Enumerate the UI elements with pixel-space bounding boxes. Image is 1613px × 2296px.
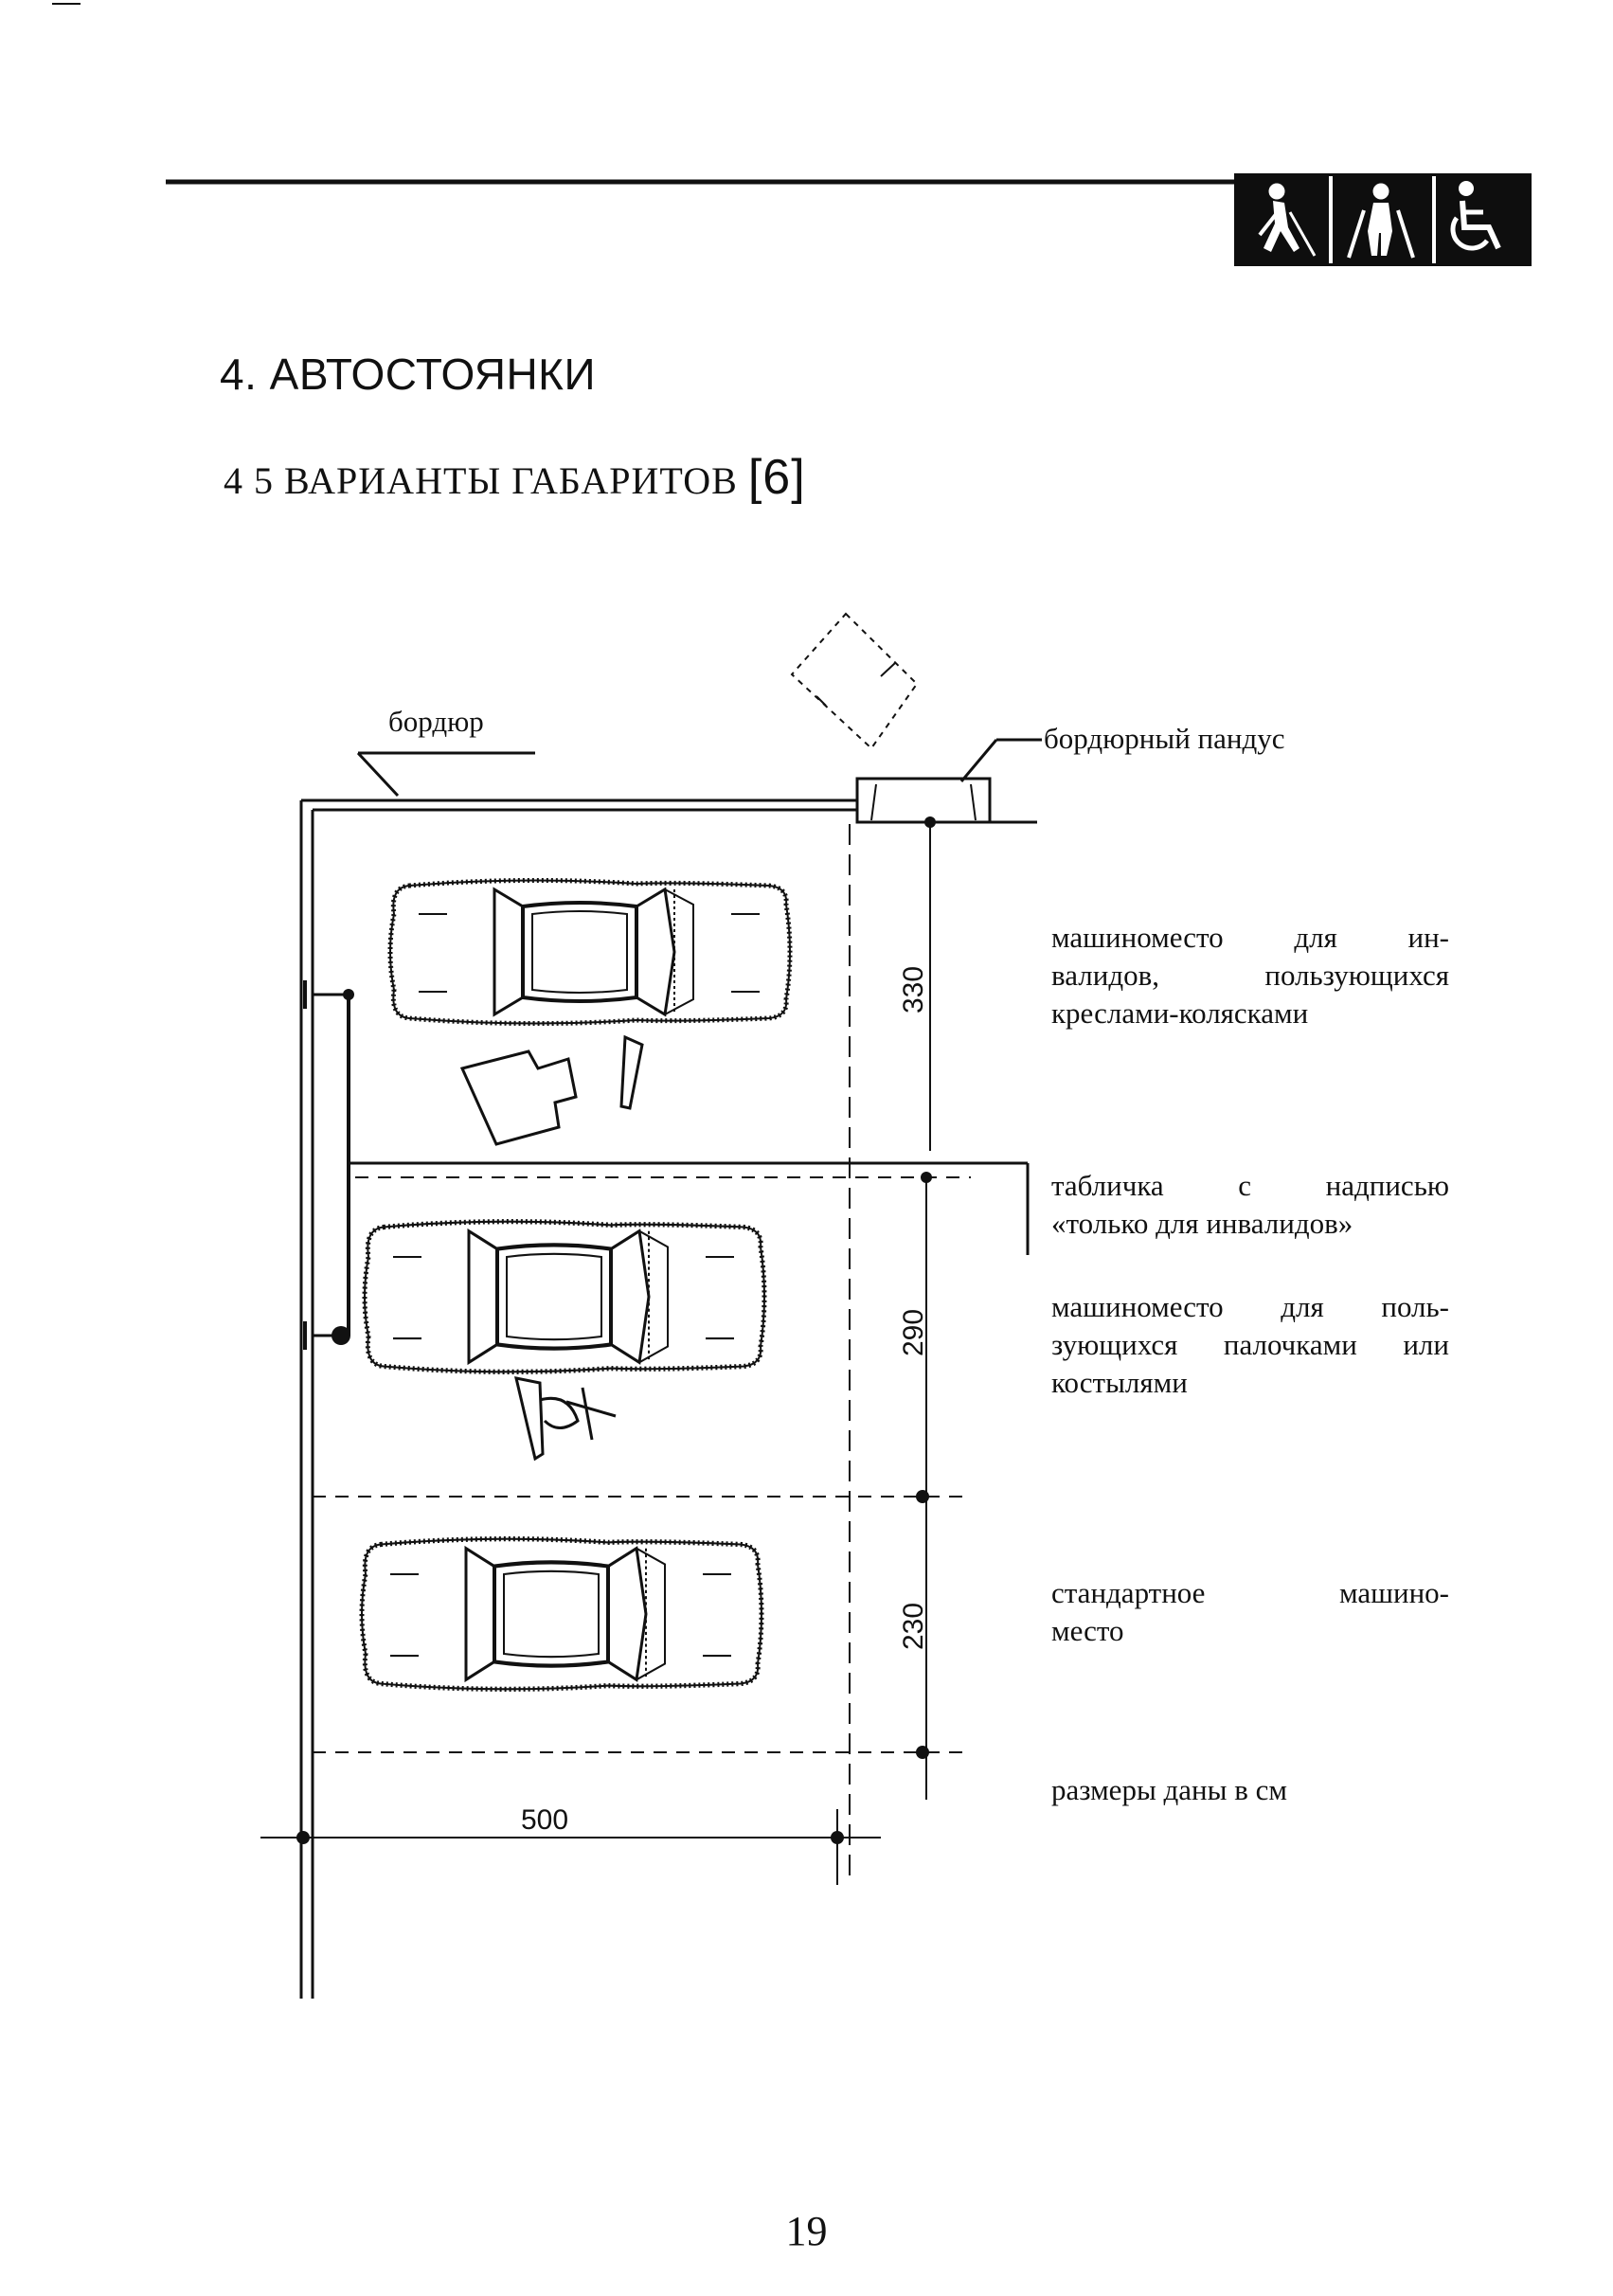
desc-line: машиноместо для поль- (1051, 1290, 1449, 1323)
desc-line: зующихся палочками или (1051, 1328, 1449, 1361)
page-number: 19 (785, 2208, 828, 2254)
sign-description: табличка с надписью «только для инвалидо… (1051, 1167, 1449, 1243)
desc-line: место (1051, 1614, 1124, 1647)
page-title: 4. АВТОСТОЯНКИ (220, 350, 597, 399)
car-crutches-space (365, 1222, 764, 1372)
desc-line: размеры даны в см (1051, 1773, 1287, 1806)
car-standard-space (362, 1539, 762, 1690)
crutch-user-figure (514, 1376, 617, 1462)
desc-line: «только для инвалидов» (1051, 1207, 1353, 1240)
crutches-space-description: машиноместо для поль- зующихся палочками… (1051, 1288, 1449, 1402)
wheelchair-space-description: машиноместо для ин- валидов, пользующихс… (1051, 919, 1449, 1032)
desc-line: валидов, пользующихся (1051, 959, 1449, 992)
dimension-290: 290 (898, 1308, 930, 1357)
units-note: размеры даны в см (1051, 1771, 1449, 1809)
desc-line: табличка с надписью (1051, 1169, 1449, 1202)
wheelchair-icon (1450, 181, 1501, 251)
section-subtitle-text: 4 5 ВАРИАНТЫ ГАБАРИТОВ (224, 459, 738, 502)
dimension-500: 500 (521, 1804, 569, 1836)
reference-marker: [6] (747, 450, 806, 505)
wheelchair-user-figure (459, 1034, 644, 1146)
header-pictograms (1234, 173, 1532, 266)
car-wheelchair-space (390, 880, 790, 1023)
standard-space-description: стандартное машино- место (1051, 1574, 1449, 1650)
dimension-330: 330 (898, 965, 930, 1014)
curb-ramp-plan (790, 612, 919, 750)
desc-line: костылями (1051, 1366, 1188, 1399)
blind-person-with-cane-icon (1258, 183, 1317, 257)
desc-line: машиноместо для ин- (1051, 921, 1449, 954)
section-subtitle: 4 5 ВАРИАНТЫ ГАБАРИТОВ [6] (224, 449, 806, 506)
curb-label: бордюр (388, 705, 484, 738)
person-with-crutches-icon (1347, 183, 1415, 259)
desc-line: стандартное машино- (1051, 1576, 1449, 1609)
dimension-230: 230 (898, 1602, 930, 1651)
desc-line: креслами-колясками (1051, 996, 1309, 1030)
curb-ramp-label: бордюрный пандус (1044, 722, 1285, 755)
